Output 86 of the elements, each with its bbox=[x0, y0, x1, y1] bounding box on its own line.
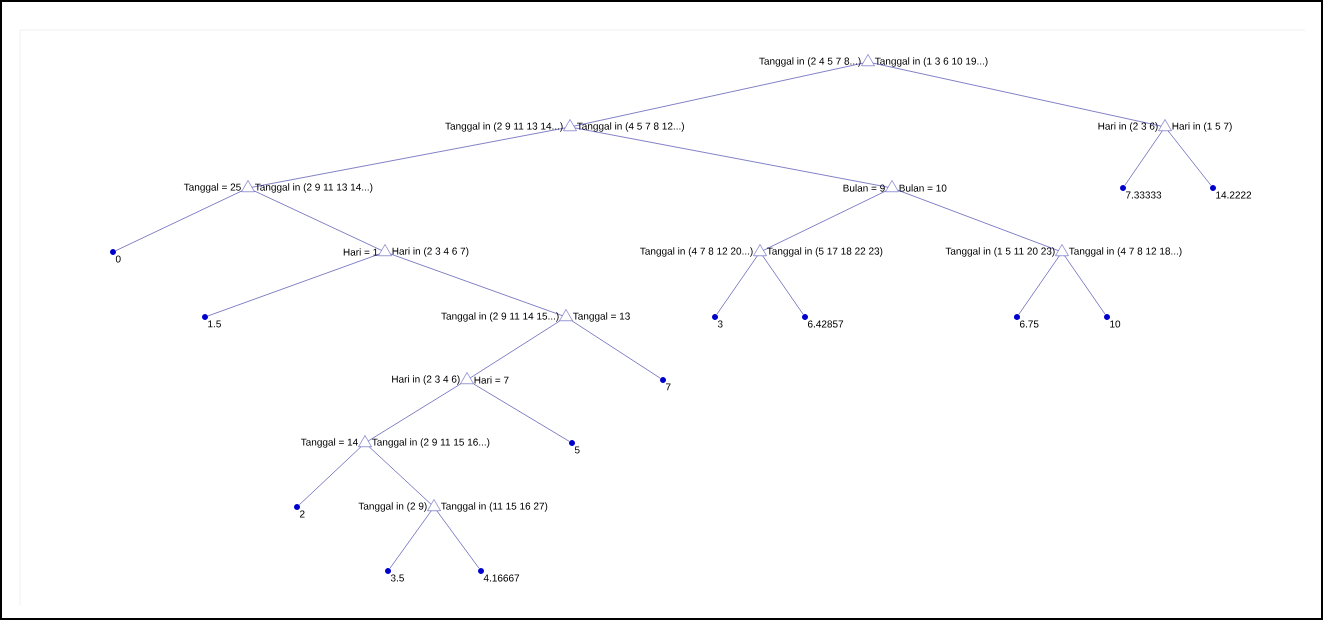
node-label: Hari in (2 3 4 6 7) bbox=[392, 247, 469, 257]
split-node: Tanggal = 25 Tanggal in (2 9 11 13 14...) bbox=[183, 180, 373, 193]
node-label: Tanggal in (1 5 11 20 23) bbox=[945, 247, 1055, 257]
split-node: Bulan = 9 Bulan = 10 bbox=[843, 180, 947, 192]
split-node: Tanggal in (2 9 11 14 15...) Tanggal = 13 bbox=[441, 309, 630, 322]
node-label: Hari = 1 bbox=[343, 248, 378, 256]
node-label: Hari in (2 3 6) bbox=[1098, 122, 1158, 132]
node-label: 1.5 bbox=[208, 320, 221, 328]
node-label: Tanggal in (2 9) bbox=[358, 502, 427, 512]
node-label: 14.2222 bbox=[1216, 191, 1252, 199]
branch-line bbox=[389, 510, 432, 569]
split-node: Tanggal in (2 9) Tanggal in (11 15 16 27) bbox=[358, 499, 548, 512]
leaf-node: 2 bbox=[294, 504, 305, 518]
node-label: 3.5 bbox=[390, 574, 404, 582]
split-node: Tanggal in (2 4 5 7 8...) Tanggal in (1 3 6 10 19...) bbox=[759, 54, 988, 67]
node-label: 7.33333 bbox=[1125, 191, 1162, 199]
branch-line bbox=[574, 127, 889, 188]
split-node: Hari in (2 3 6) Hari in (1 5 7) bbox=[1098, 119, 1232, 132]
branch-line bbox=[571, 320, 661, 379]
node-label: Tanggal in (2 9 11 13 14...) bbox=[254, 183, 373, 193]
node-label: Tanggal = 14 bbox=[300, 438, 358, 448]
leaf-node: 6.42857 bbox=[802, 314, 844, 328]
leaf-node: 14.2222 bbox=[1210, 185, 1252, 199]
node-label: Tanggal in (2 9 11 13 14...) bbox=[445, 122, 563, 132]
leaf-node: 7 bbox=[660, 377, 671, 391]
branch-line bbox=[897, 189, 1059, 251]
node-label: 10 bbox=[1110, 320, 1121, 328]
node-label: Tanggal in (5 17 18 22 23) bbox=[766, 247, 883, 257]
branch-line bbox=[763, 190, 886, 251]
node-label: Tanggal in (2 9 11 14 15...) bbox=[441, 312, 559, 322]
branch-line bbox=[251, 127, 566, 188]
node-label: Bulan = 9 bbox=[843, 184, 885, 192]
leaf-node: 10 bbox=[1104, 314, 1121, 328]
branch-line bbox=[470, 320, 561, 379]
node-label: Tanggal in (2 4 5 7 8...) bbox=[759, 57, 861, 67]
branch-line bbox=[115, 190, 242, 251]
split-node: Hari in (2 3 4 6) Hari = 7 bbox=[392, 372, 509, 385]
branch-line bbox=[299, 446, 362, 506]
leaf-node: 6.75 bbox=[1014, 314, 1039, 328]
branch-line bbox=[1018, 255, 1060, 315]
branch-line bbox=[716, 255, 758, 315]
branch-line bbox=[369, 446, 432, 505]
branch-line bbox=[1124, 130, 1163, 186]
split-node: Hari = 1 Hari in (2 3 4 6 7) bbox=[343, 244, 469, 257]
node-label: 3 bbox=[717, 320, 723, 328]
leaf-node: 4.16667 bbox=[478, 568, 520, 582]
branch-line bbox=[573, 62, 864, 127]
node-label: Hari in (2 3 4 6) bbox=[392, 375, 460, 385]
split-node: Tanggal = 14 Tanggal in (2 9 11 15 16...) bbox=[300, 435, 490, 448]
node-label: Tanggal in (4 5 7 8 12...) bbox=[576, 122, 684, 132]
node-label: 6.42857 bbox=[807, 320, 844, 328]
branch-line bbox=[207, 253, 380, 317]
node-label: Tanggal in (2 9 11 15 16...) bbox=[371, 438, 490, 448]
leaf-node: 3.5 bbox=[385, 568, 404, 582]
branch-line bbox=[473, 383, 570, 442]
branch-line bbox=[390, 253, 563, 316]
split-node: Tanggal in (1 5 11 20 23) Tanggal in (4 7 8 12 18...) bbox=[945, 244, 1182, 257]
split-node: Tanggal in (2 9 11 13 14...) Tanggal in (4 5 7 8 12...) bbox=[445, 119, 684, 132]
branch-line bbox=[1064, 255, 1106, 315]
node-label: Hari in (1 5 7) bbox=[1172, 122, 1232, 132]
branch-line bbox=[436, 510, 480, 569]
node-label: Tanggal in (4 7 8 12 18...) bbox=[1068, 247, 1182, 257]
branch-line bbox=[368, 383, 461, 442]
branch-line bbox=[762, 255, 804, 315]
node-label: 5 bbox=[574, 446, 580, 454]
leaf-node: 7.33333 bbox=[1120, 185, 1162, 199]
node-label: 7 bbox=[665, 383, 671, 391]
node-label: 6.75 bbox=[1019, 320, 1039, 328]
node-label: Tanggal in (4 7 8 12 20...) bbox=[640, 247, 753, 257]
node-label: 0 bbox=[115, 255, 121, 263]
node-label: 2 bbox=[299, 510, 305, 518]
node-label: Tanggal = 13 bbox=[572, 312, 630, 322]
split-node: Tanggal in (4 7 8 12 20...) Tanggal in (5 17 18 22 23) bbox=[640, 244, 883, 257]
leaf-node: 5 bbox=[569, 440, 580, 454]
node-label: Hari = 7 bbox=[474, 376, 509, 384]
node-label: Tanggal = 25 bbox=[183, 183, 241, 193]
leaf-node: 3 bbox=[712, 314, 723, 328]
branch-line bbox=[254, 190, 382, 251]
node-label: Bulan = 10 bbox=[899, 184, 947, 192]
leaf-node: 1.5 bbox=[202, 314, 221, 328]
branch-line bbox=[873, 62, 1162, 127]
leaf-node: 0 bbox=[110, 249, 121, 263]
node-label: Tanggal in (11 15 16 27) bbox=[440, 502, 548, 512]
node-label: Tanggal in (1 3 6 10 19...) bbox=[874, 57, 988, 67]
node-label: 4.16667 bbox=[483, 574, 520, 582]
branch-line bbox=[1167, 130, 1212, 186]
